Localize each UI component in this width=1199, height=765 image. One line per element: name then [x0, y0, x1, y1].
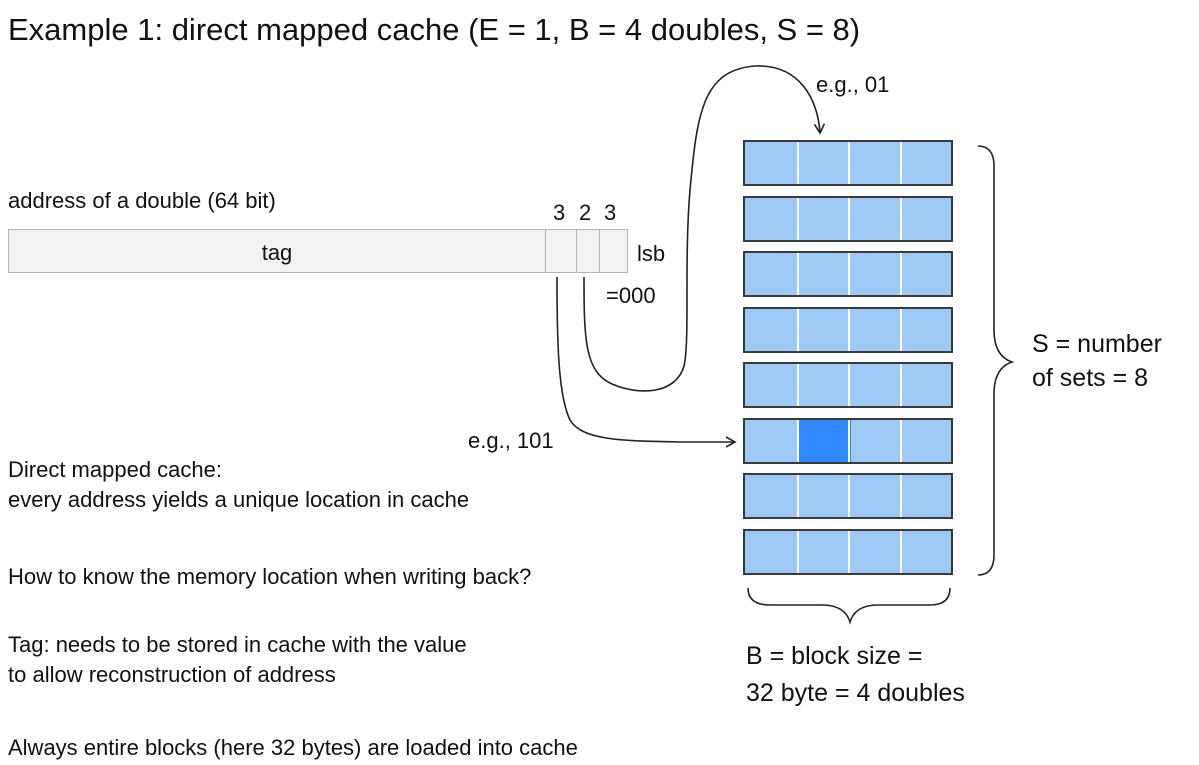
block-label-line1: B = block size =: [746, 642, 923, 670]
address-label: address of a double (64 bit): [8, 188, 276, 213]
cache-block: [900, 531, 953, 573]
block-size-label: B = block size = 32 byte = 4 doubles: [746, 638, 965, 712]
cache-set-6: [743, 473, 953, 519]
slide-title: Example 1: direct mapped cache (E = 1, B…: [8, 12, 861, 47]
direct-mapped-line1: Direct mapped cache:: [8, 457, 222, 482]
cache-block: [900, 198, 953, 240]
cache-set-4: [743, 362, 953, 408]
sets-brace: [977, 145, 1015, 576]
cache-block: [797, 475, 851, 517]
block-offset-field: [576, 230, 598, 272]
cache-set-5: [743, 418, 953, 464]
tag-note: Tag: needs to be stored in cache with th…: [8, 630, 467, 690]
cache-block: [797, 253, 851, 295]
cache-block: [900, 420, 953, 462]
cache-block: [797, 142, 851, 184]
set-example-label: e.g., 101: [468, 428, 554, 453]
lsb-value: =000: [606, 283, 656, 308]
cache-block: [797, 531, 851, 573]
cache-block: [900, 475, 953, 517]
direct-mapped-note: Direct mapped cache: every address yield…: [8, 455, 469, 515]
cache-set-1: [743, 196, 953, 242]
direct-mapped-line2: every address yields a unique location i…: [8, 487, 470, 512]
tag-note-line1: Tag: needs to be stored in cache with th…: [8, 632, 467, 657]
cache-block: [848, 364, 902, 406]
tag-note-line2: to allow reconstruction of address: [8, 662, 336, 687]
cache-block: [848, 531, 902, 573]
block-label-line2: 32 byte = 4 doubles: [746, 679, 965, 707]
bit-width-tag-index: 3: [553, 200, 566, 225]
cache-block: [900, 364, 953, 406]
set-index-field: [545, 230, 576, 272]
block-example-label: e.g., 01: [816, 72, 890, 97]
highlighted-block: [797, 420, 851, 462]
cache-block: [797, 198, 851, 240]
cache-block: [797, 309, 851, 351]
cache-set-7: [743, 529, 953, 575]
lsb-label: lsb: [637, 241, 666, 266]
cache-block: [900, 309, 953, 351]
cache-block: [797, 364, 851, 406]
sets-label-line2: of sets = 8: [1032, 364, 1149, 392]
cache-block: [848, 420, 902, 462]
cache-block: [848, 142, 902, 184]
address-bar: tag: [8, 229, 628, 273]
block-index-arrow: [583, 65, 826, 392]
cache-block: [848, 253, 902, 295]
cache-block: [900, 142, 953, 184]
bit-width-byte-offset: 3: [604, 200, 617, 225]
cache-block: [848, 198, 902, 240]
set-index-arrow: [556, 276, 737, 448]
cache-set-3: [743, 307, 953, 353]
sets-label-line1: S = number: [1032, 330, 1162, 358]
cache-block: [848, 475, 902, 517]
block-load-note: Always entire blocks (here 32 bytes) are…: [8, 735, 578, 760]
cache-block: [900, 253, 953, 295]
bit-width-block-offset: 2: [579, 200, 592, 225]
cache-block: [848, 309, 902, 351]
byte-offset-field: [599, 230, 628, 272]
sets-count-label: S = number of sets = 8: [1032, 327, 1162, 395]
cache-set-0: [743, 140, 953, 186]
block-size-brace: [747, 587, 951, 625]
cache-set-2: [743, 251, 953, 297]
write-back-question: How to know the memory location when wri…: [8, 564, 532, 589]
tag-field-label: tag: [261, 240, 293, 265]
